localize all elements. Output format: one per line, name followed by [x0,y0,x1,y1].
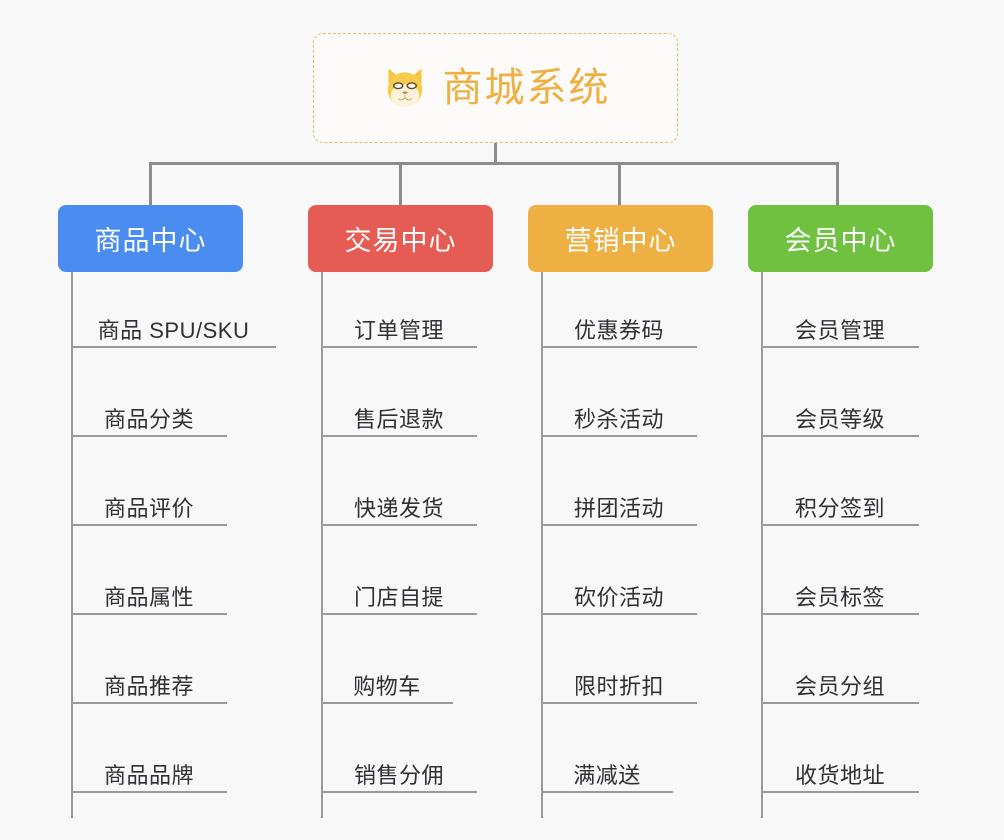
leaf-label: 快递发货 [353,495,444,521]
connector-drop-4 [836,162,839,207]
column-spine-3 [541,272,543,818]
connector-drop-3 [618,162,621,207]
category-box-2[interactable]: 交易中心 [308,205,493,272]
category-box-4[interactable]: 会员中心 [748,205,933,272]
leaf-label: 订单管理 [353,317,444,343]
column-spine-1 [71,272,73,818]
leaf-label: 会员等级 [794,406,885,432]
column-spine-4 [761,272,763,818]
leaf-label: 优惠券码 [573,317,664,343]
leaf-item-3-4[interactable]: 砍价活动 [541,569,697,615]
leaf-item-3-5[interactable]: 限时折扣 [541,658,697,704]
leaf-item-4-1[interactable]: 会员管理 [761,302,919,348]
shiba-dog-face-icon [387,68,422,110]
leaf-label: 销售分佣 [353,762,444,788]
leaf-label: 商品 SPU/SKU [97,317,250,343]
column-spine-2 [321,272,323,818]
leaf-item-3-3[interactable]: 拼团活动 [541,480,697,526]
leaf-item-1-1[interactable]: 商品 SPU/SKU [71,302,276,348]
leaf-item-2-4[interactable]: 门店自提 [321,569,477,615]
leaf-item-1-6[interactable]: 商品品牌 [71,747,227,793]
connector-drop-2 [399,162,402,207]
leaf-item-2-1[interactable]: 订单管理 [321,302,477,348]
leaf-label: 商品品牌 [103,762,194,788]
leaf-item-4-5[interactable]: 会员分组 [761,658,919,704]
leaf-item-2-5[interactable]: 购物车 [321,658,453,704]
leaf-label: 商品评价 [103,495,194,521]
leaf-label: 商品分类 [103,406,194,432]
leaf-item-1-3[interactable]: 商品评价 [71,480,227,526]
leaf-item-2-2[interactable]: 售后退款 [321,391,477,437]
leaf-label: 商品属性 [103,584,194,610]
leaf-label: 购物车 [353,673,421,699]
leaf-label: 会员标签 [794,584,885,610]
leaf-label: 门店自提 [353,584,444,610]
leaf-label: 砍价活动 [573,584,664,610]
leaf-item-1-5[interactable]: 商品推荐 [71,658,227,704]
leaf-label: 满减送 [573,762,641,788]
leaf-label: 商品推荐 [103,673,194,699]
leaf-item-4-6[interactable]: 收货地址 [761,747,919,793]
leaf-label: 积分签到 [794,495,885,521]
leaf-label: 会员管理 [794,317,885,343]
leaf-item-2-3[interactable]: 快递发货 [321,480,477,526]
leaf-item-3-1[interactable]: 优惠券码 [541,302,697,348]
leaf-label: 售后退款 [353,406,444,432]
leaf-item-1-2[interactable]: 商品分类 [71,391,227,437]
leaf-item-1-4[interactable]: 商品属性 [71,569,227,615]
connector-drop-1 [149,162,152,207]
connector-bus [150,162,838,165]
category-box-3[interactable]: 营销中心 [528,205,713,272]
root-node[interactable]: 商城系统 [313,33,678,143]
root-title: 商城系统 [442,66,611,110]
leaf-item-4-4[interactable]: 会员标签 [761,569,919,615]
category-box-1[interactable]: 商品中心 [58,205,243,272]
leaf-label: 拼团活动 [573,495,664,521]
leaf-item-4-2[interactable]: 会员等级 [761,391,919,437]
leaf-label: 收货地址 [794,762,885,788]
leaf-label: 秒杀活动 [573,406,664,432]
leaf-item-4-3[interactable]: 积分签到 [761,480,919,526]
connector-root-stem [494,143,497,165]
leaf-label: 限时折扣 [573,673,664,699]
leaf-item-3-2[interactable]: 秒杀活动 [541,391,697,437]
leaf-item-3-6[interactable]: 满减送 [541,747,673,793]
leaf-label: 会员分组 [794,673,885,699]
leaf-item-2-6[interactable]: 销售分佣 [321,747,477,793]
